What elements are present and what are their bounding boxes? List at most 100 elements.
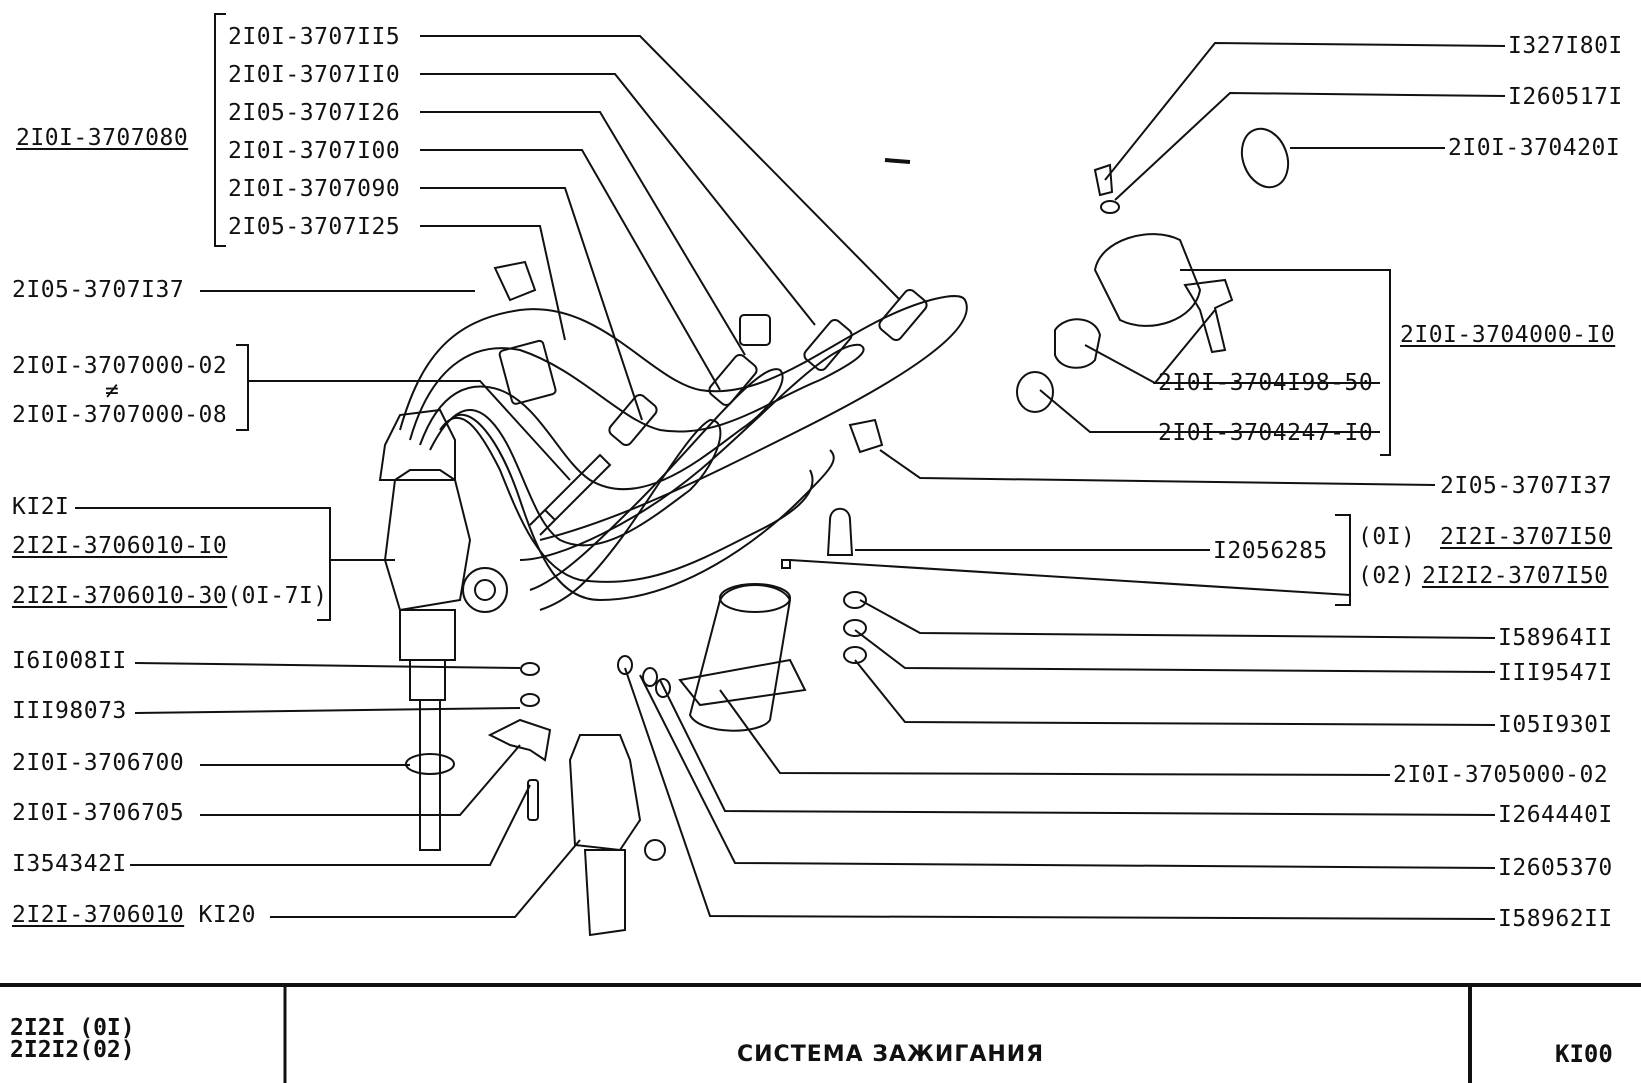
ignition-switch-contact [1054, 318, 1102, 369]
label-2101-3706700: 2I0I-3706700 [12, 750, 185, 776]
nut-2 [843, 619, 867, 637]
footer-model-2: 2I2I2(02) [10, 1037, 135, 1063]
label-2105-3707137-left: 2I05-3707I37 [12, 277, 185, 303]
leader-l3 [420, 111, 746, 356]
label-11195471: III9547I [1498, 660, 1613, 686]
label-2121-3706010-10: 2I2I-3706010-I0 [12, 533, 228, 559]
label-2101-3707100: 2I0I-3707I00 [228, 138, 401, 164]
hv-wire-coil [449, 413, 835, 602]
label-2121-3706010-ki20: 2I2I-3706010 KI20 [12, 902, 256, 928]
distributor-body [399, 609, 456, 661]
label-12605171: I260517I [1508, 84, 1623, 110]
washer-2 [520, 693, 540, 707]
leader-r1 [1104, 41, 1506, 181]
leader-r2 [1114, 91, 1506, 201]
washer-1 [520, 662, 540, 676]
label-2101-3704198-50: 2I0I-3704I98-50 [1158, 370, 1374, 396]
label-15896211: I58962II [1498, 906, 1613, 932]
label-02: (02) [1358, 563, 1416, 589]
label-12644401: I264440I [1498, 802, 1613, 828]
hv-wire-1 [399, 295, 968, 541]
leader-l1 [420, 35, 901, 301]
label-12056285: I2056285 [1213, 538, 1328, 564]
screw [1093, 163, 1114, 197]
spark-plug [529, 453, 612, 536]
leader-l9b [248, 380, 571, 481]
leader-r8b [789, 559, 1351, 596]
label-2101-3704247-10: 2I0I-3704247-I0 [1158, 420, 1374, 446]
o-ring [405, 753, 455, 775]
label-2101-3705000-02: 2I0I-3705000-02 [1393, 762, 1609, 788]
leader-l6 [420, 225, 566, 341]
label-2101-3707000-02: 2I0I-3707000-02 [12, 353, 228, 379]
label-2101-3707090: 2I0I-3707090 [228, 176, 401, 202]
label-2101-3707115: 2I0I-3707II5 [228, 24, 401, 50]
nut-4 [617, 655, 633, 675]
switch-ring-seal [1240, 127, 1290, 189]
label-wire-set: 2I0I-3707080 [16, 125, 189, 151]
label-ki21: KI2I [12, 494, 70, 520]
nut-3 [843, 646, 867, 664]
nut-6 [655, 678, 671, 698]
footer-models: 2I2I (0I) 2I2I2(02) [10, 1015, 135, 1063]
wire-separator-2 [739, 314, 771, 346]
plug-cap-3 [708, 353, 758, 407]
label-21212-3707150: 2I2I2-3707I50 [1422, 563, 1609, 589]
ignition-key [1183, 278, 1234, 354]
label-2121-3707150: 2I2I-3707I50 [1440, 524, 1613, 550]
leader-l14 [134, 662, 521, 669]
leader-l2 [420, 73, 816, 326]
leader-r4-bracket [1180, 269, 1391, 456]
distributor-shaft [409, 659, 446, 851]
leader-r17 [624, 667, 1496, 920]
label-2101-3706705: 2I0I-3706705 [12, 800, 185, 826]
wire-separator-1 [498, 339, 557, 405]
screw-washer [1100, 200, 1120, 214]
leader-r16 [639, 674, 1496, 869]
coil-bracket [678, 658, 807, 707]
label-01: (0I) [1358, 524, 1416, 550]
label-2101-3707000-08: 2I0I-3707000-08 [12, 402, 228, 428]
label-12605370: I2605370 [1498, 855, 1613, 881]
label-2121-3706010-30-models: (0I-7I) [227, 583, 328, 609]
bulb-connector [826, 507, 854, 556]
label-2121-3706010-30-code: 2I2I-3706010-30 [12, 583, 228, 609]
label-15896411: I58964II [1498, 625, 1613, 651]
vacuum-unit [462, 567, 508, 613]
distributor-ki20-body [583, 849, 626, 937]
wire-holder-1 [493, 260, 537, 302]
label-2105-3707137-right: 2I05-3707I37 [1440, 473, 1613, 499]
hv-wire-5 [439, 416, 814, 583]
leader-l15 [134, 707, 521, 714]
leader-l11 [75, 507, 331, 621]
leader-r13 [854, 659, 1496, 726]
ignition-coil [688, 584, 792, 732]
label-11198073: III98073 [12, 698, 127, 724]
leader-l9 [236, 344, 249, 431]
label-2105-3707125: 2I05-3707I25 [228, 214, 401, 240]
label-not-equal: ≠ [105, 378, 120, 404]
leader-r7 [879, 449, 1436, 486]
label-13271801: I327I80I [1508, 33, 1623, 59]
stud [527, 779, 539, 821]
lock-ring [1016, 371, 1054, 413]
label-16100811: I6I008II [12, 648, 127, 674]
ignition-switch-body [1093, 233, 1202, 327]
distributor-cap-upper [378, 408, 456, 481]
footer-model-1: 2I2I (0I) [10, 1015, 135, 1041]
clamp-plate [487, 718, 552, 762]
leader-r14 [719, 689, 1391, 776]
nut-1 [843, 591, 867, 609]
hv-wire-3 [419, 368, 784, 591]
leader-r8-bracket [1335, 514, 1351, 606]
plug-cap-2 [803, 318, 853, 372]
label-ki20: KI20 [198, 902, 256, 928]
plug-cap-4 [608, 393, 658, 447]
label-2105-3707126: 2I05-3707I26 [228, 100, 401, 126]
leader-l17 [200, 744, 521, 816]
label-10519301: I05I930I [1498, 712, 1613, 738]
leader-r15 [659, 679, 1496, 816]
nut-5 [642, 667, 658, 687]
